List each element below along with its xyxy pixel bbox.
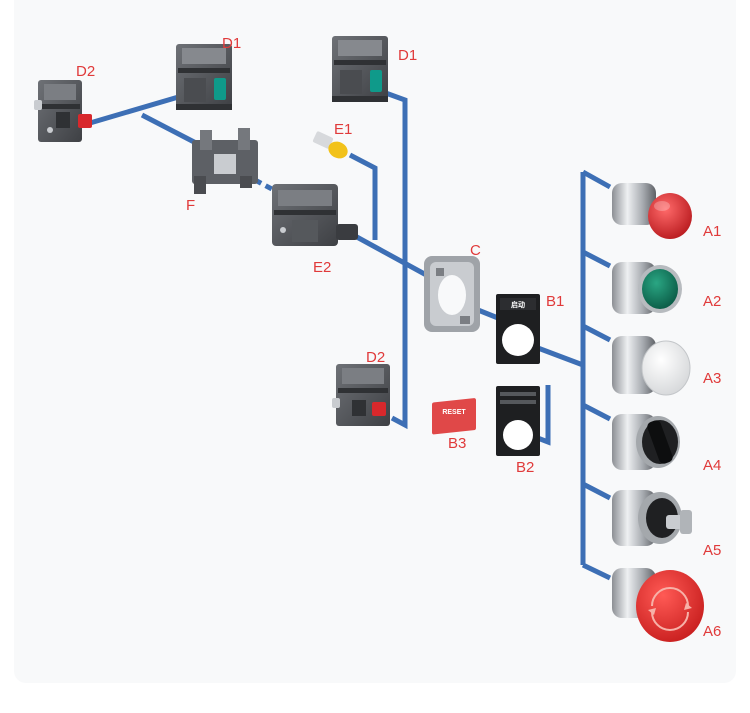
- connector-e1: [348, 152, 378, 240]
- connector-d1-right: [382, 89, 408, 430]
- contact-block-d1-right: [332, 36, 388, 102]
- connector-bus-a1: [581, 169, 612, 190]
- label-a1: A1: [703, 223, 721, 240]
- label-a4: A4: [703, 457, 721, 474]
- label-d1-left: D1: [222, 35, 241, 52]
- legend-plate-b1-text: 启动: [511, 300, 525, 309]
- selector-switch-a4: [612, 414, 680, 470]
- push-button-a3: [612, 336, 691, 396]
- label-d1-right: D1: [398, 47, 417, 64]
- connector-d2-f: [140, 112, 198, 146]
- label-a3: A3: [703, 370, 721, 387]
- label-f: F: [186, 197, 195, 214]
- label-d2-bottom: D2: [366, 349, 385, 366]
- connector-e2-c: [353, 233, 432, 280]
- label-e1: E1: [334, 121, 352, 138]
- reset-plate-b3: RESET: [432, 398, 476, 435]
- connector-bus-a3: [581, 323, 612, 343]
- connector-bus-a4: [581, 402, 612, 422]
- connector-bus-a2: [581, 249, 612, 269]
- lamp-holder-e2: [272, 184, 358, 246]
- adapter-c: [424, 256, 480, 332]
- connector-bus-a6: [581, 562, 612, 581]
- push-button-a2: [612, 262, 682, 314]
- reset-plate-text: RESET: [442, 409, 466, 416]
- connector-d2-d1: [89, 90, 193, 126]
- legend-plate-b1: 启动: [496, 294, 540, 364]
- key-switch-a5: [612, 490, 692, 546]
- label-d2-top: D2: [76, 63, 95, 80]
- label-a5: A5: [703, 542, 721, 559]
- legend-plate-b2: [496, 386, 540, 456]
- contact-block-d1-left: [176, 44, 232, 110]
- label-a2: A2: [703, 293, 721, 310]
- label-b1: B1: [546, 293, 564, 310]
- push-button-a1: [612, 183, 692, 239]
- part-labels: D2 D1 D1 E1 F E2 C B1 D2 B3 B2 A1 A2 A3 …: [76, 35, 721, 640]
- label-c: C: [470, 242, 481, 259]
- connector-bus-a5: [581, 481, 612, 501]
- label-b3: B3: [448, 435, 466, 452]
- emergency-stop-a6: [612, 568, 704, 642]
- contact-block-d2-bottom: [332, 364, 390, 426]
- label-a6: A6: [703, 623, 721, 640]
- contact-block-d2-top: [34, 80, 92, 142]
- label-b2: B2: [516, 459, 534, 476]
- mounting-adapter-f: [192, 128, 258, 194]
- label-e2: E2: [313, 259, 331, 276]
- lamp-e1: [312, 131, 348, 159]
